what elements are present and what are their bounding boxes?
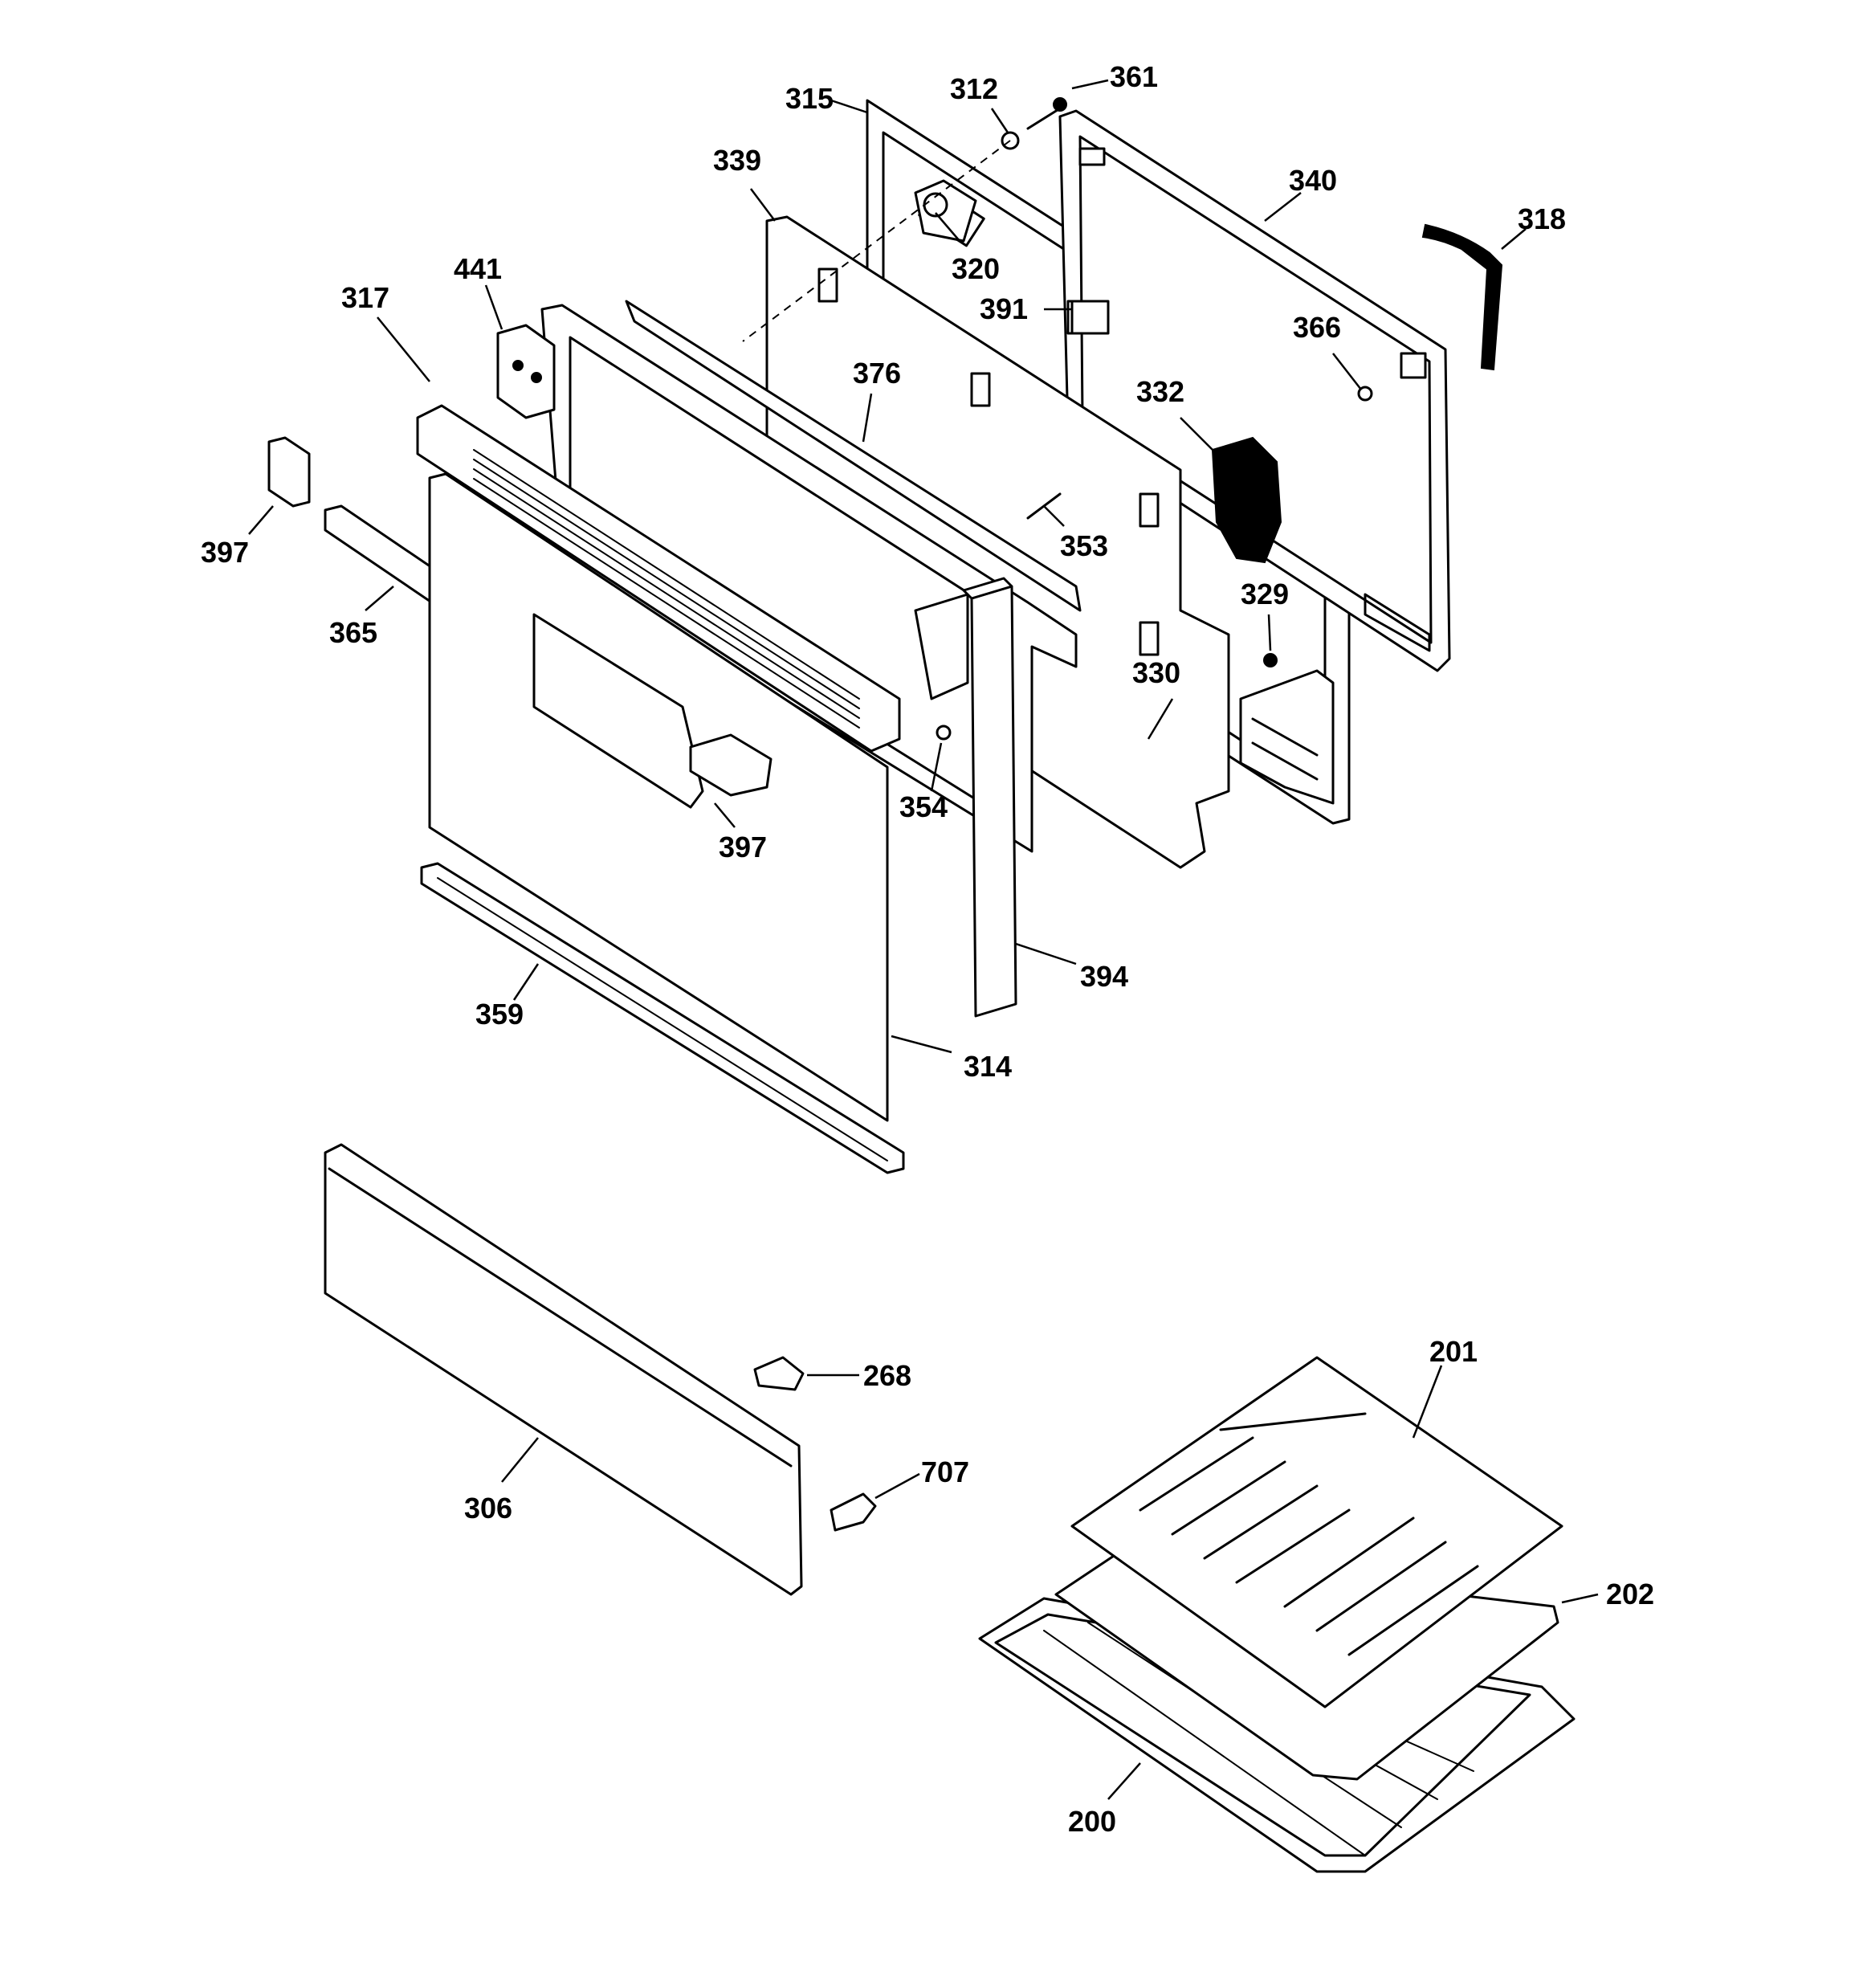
callout-376: 376 (853, 357, 901, 390)
hinge-320 (914, 179, 977, 243)
door-frame-340 (1058, 109, 1451, 672)
vent-bracket-441 (496, 324, 556, 419)
callout-353: 353 (1060, 529, 1108, 562)
end-cap-397-left (267, 436, 311, 508)
callout-306: 306 (464, 1492, 512, 1525)
callout-354: 354 (899, 790, 948, 823)
broiler-grid-201 (1070, 1356, 1563, 1708)
callout-317: 317 (341, 281, 389, 314)
callout-329: 329 (1241, 578, 1289, 610)
grid-slots (1139, 1412, 1479, 1656)
callout-330: 330 (1132, 656, 1180, 689)
drawer-front-306 (324, 1143, 803, 1596)
callout-707: 707 (921, 1455, 969, 1488)
door-glass-314 (428, 472, 889, 1122)
hinge-bracket-lower (1239, 669, 1335, 805)
callout-339: 339 (713, 144, 761, 177)
callout-391: 391 (980, 292, 1028, 325)
door-frame-376 (540, 300, 1082, 853)
callout-320: 320 (952, 252, 1000, 285)
callout-365: 365 (329, 616, 377, 649)
callout-397-right: 397 (719, 831, 767, 863)
screw-366 (1357, 386, 1373, 402)
callout-314: 314 (964, 1050, 1012, 1083)
clip-329 (1263, 653, 1278, 667)
callout-200: 200 (1068, 1805, 1116, 1838)
gasket-318 (1421, 223, 1503, 371)
callout-394: 394 (1080, 960, 1128, 993)
callout-315: 315 (785, 82, 834, 115)
clip-707 (830, 1492, 877, 1532)
callout-labels: 315 312 361 339 340 318 320 441 317 391 … (201, 60, 1654, 1838)
callout-366: 366 (1293, 311, 1341, 344)
assembly-line (742, 140, 1011, 342)
end-cap-397-right (689, 733, 773, 797)
trim-394 (962, 577, 1017, 1018)
callout-332: 332 (1136, 375, 1184, 408)
callout-202: 202 (1606, 1578, 1654, 1610)
callout-318: 318 (1518, 202, 1566, 235)
callout-312: 312 (950, 72, 998, 105)
callout-340: 340 (1289, 164, 1337, 197)
callout-441: 441 (454, 252, 502, 285)
leader-lines (248, 79, 1599, 1800)
insulation-block-332 (1211, 436, 1282, 564)
callout-201: 201 (1429, 1335, 1478, 1368)
vent-slots (473, 449, 860, 729)
callout-359: 359 (475, 998, 524, 1031)
screw-361 (1026, 97, 1067, 130)
callout-397-left: 397 (201, 536, 249, 569)
bracket-391 (1070, 300, 1110, 335)
screw-354 (936, 725, 952, 741)
callout-268: 268 (863, 1359, 911, 1392)
callout-361: 361 (1110, 60, 1158, 93)
bottom-trim-359 (420, 862, 905, 1174)
clip-268 (753, 1356, 805, 1391)
vent-panel-317 (416, 404, 969, 753)
